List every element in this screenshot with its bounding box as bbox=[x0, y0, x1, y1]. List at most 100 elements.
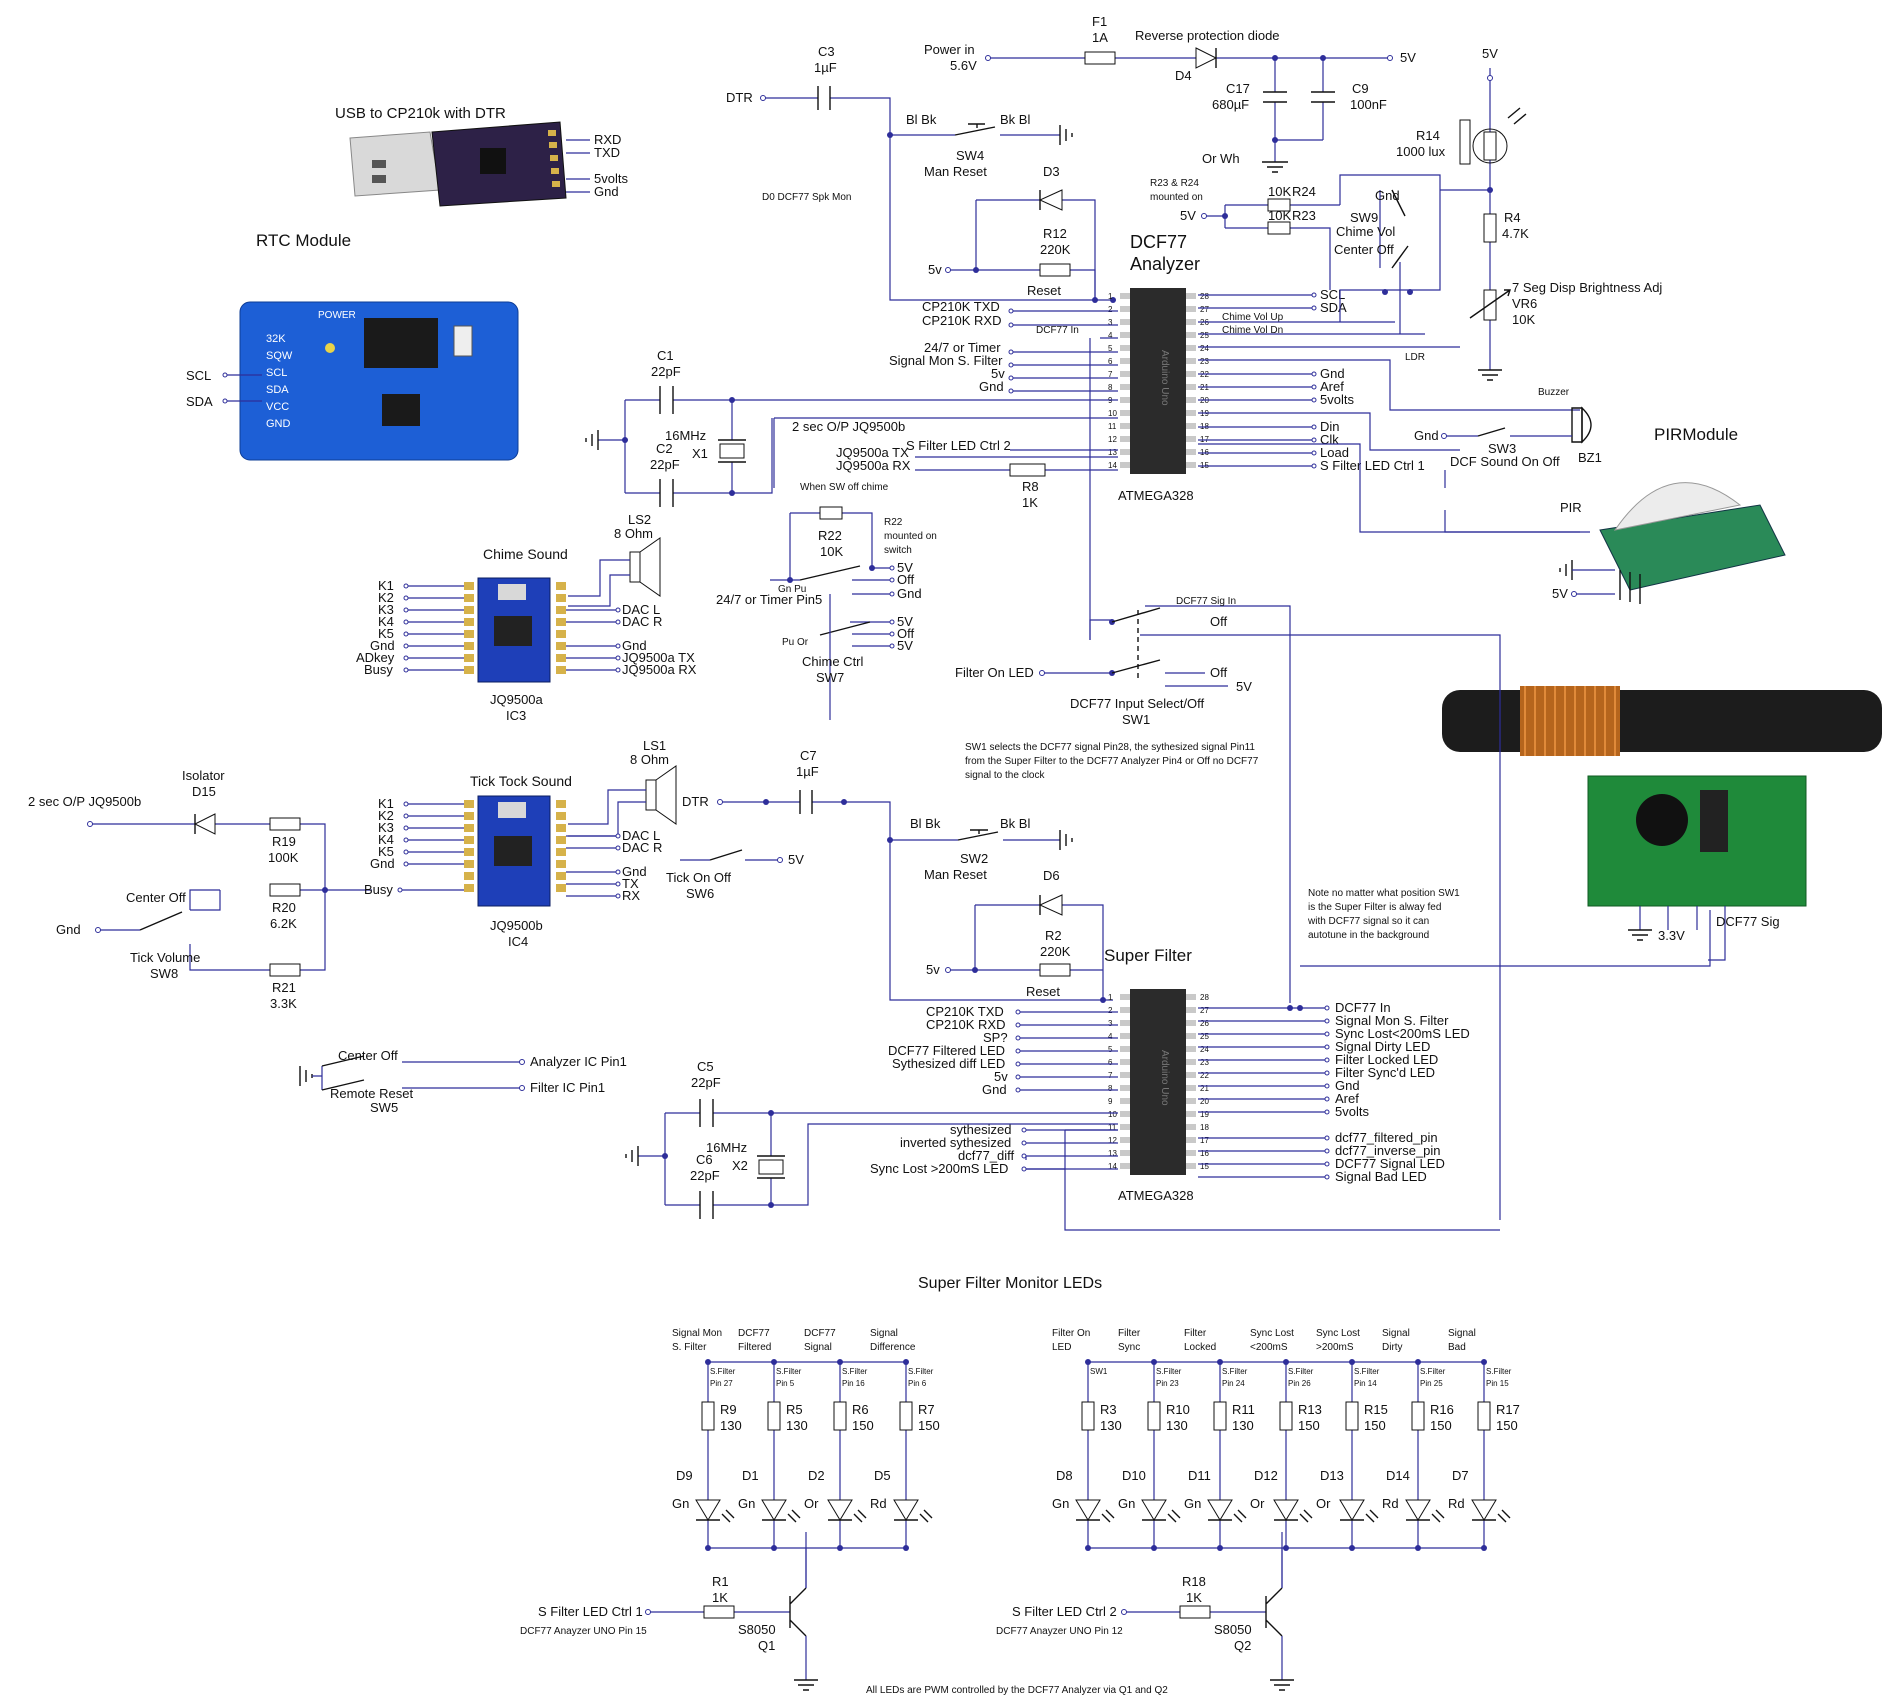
led-cathode bbox=[1208, 1509, 1247, 1523]
superfilter-pin-num: 24 bbox=[1200, 1045, 1209, 1054]
led-pin: Pin 25 bbox=[1420, 1379, 1443, 1388]
analyzer-pin-11 bbox=[1120, 423, 1130, 429]
led-pin: Pin 23 bbox=[1156, 1379, 1179, 1388]
analyzer-pin-2 bbox=[1120, 306, 1130, 312]
led-resistor-value: 150 bbox=[1364, 1418, 1386, 1433]
vr6-title: 7 Seg Disp Brightness Adj bbox=[1512, 280, 1662, 295]
led-resistor-value: 150 bbox=[1496, 1418, 1518, 1433]
sf-r20: 5volts bbox=[1335, 1104, 1369, 1119]
led-head: <200mS bbox=[1250, 1342, 1288, 1353]
sf-r18: dcf77_filtered_pin bbox=[1335, 1130, 1438, 1145]
led-symbol bbox=[1471, 1499, 1497, 1521]
sw1-note-3: signal to the clock bbox=[965, 770, 1045, 781]
analyzer-pin-21 bbox=[1186, 384, 1196, 390]
analyzer-pin-9 bbox=[1120, 397, 1130, 403]
led-bus bbox=[1088, 1547, 1484, 1588]
pir-5v: 5V bbox=[1552, 586, 1568, 601]
analyzer-title-2: Analyzer bbox=[1130, 254, 1200, 274]
sw1-sig-in: DCF77 Sig In bbox=[1176, 596, 1236, 607]
led-resistor bbox=[833, 1401, 847, 1431]
led-symbol bbox=[761, 1499, 787, 1521]
led-color: Or bbox=[1316, 1496, 1331, 1511]
rtc-board-32k: 32K bbox=[266, 333, 286, 345]
superfilter-pin-14 bbox=[1120, 1163, 1130, 1169]
led-resistor-value: 150 bbox=[1430, 1418, 1452, 1433]
leds-title: Super Filter Monitor LEDs bbox=[918, 1275, 1102, 1292]
r19-value: 100K bbox=[268, 850, 299, 865]
analyzer-right-labels: SCL SDA Chime Vol Up Chime Vol Dn LDR Gn… bbox=[1222, 287, 1425, 473]
led-head: >200mS bbox=[1316, 1342, 1354, 1353]
q2-from: DCF77 Anayzer UNO Pin 12 bbox=[996, 1626, 1123, 1637]
an-l7: 5v bbox=[991, 366, 1005, 381]
analyzer-pin-num: 6 bbox=[1108, 357, 1113, 366]
ls2-label: LS2 bbox=[628, 512, 651, 527]
usb-module: USB to CP210k with DTR RXD TXD 5volts Gn… bbox=[335, 105, 628, 207]
power-in-label: Power in bbox=[924, 42, 975, 57]
led-pin: S.Filter bbox=[1288, 1367, 1314, 1376]
led-top-node bbox=[771, 1359, 777, 1365]
ls1-label: LS1 bbox=[643, 738, 666, 753]
r4-value: 4.7K bbox=[1502, 226, 1529, 241]
led-resistor bbox=[1411, 1401, 1425, 1431]
r12-value: 220K bbox=[1040, 242, 1071, 257]
led-pin: S.Filter bbox=[710, 1367, 736, 1376]
sw4-bkbl: Bk Bl bbox=[1000, 112, 1030, 127]
led-resistor-label: R9 bbox=[720, 1402, 737, 1417]
superfilter-pin-9 bbox=[1120, 1098, 1130, 1104]
analyzer-pin-12 bbox=[1120, 436, 1130, 442]
sw9-chime-vol: Chime Vol bbox=[1336, 224, 1395, 239]
diode-label: Reverse protection diode bbox=[1135, 28, 1280, 43]
rtc-pin-scl: SCL bbox=[186, 368, 211, 383]
an-l14: JQ9500a RX bbox=[836, 458, 911, 473]
an-r20: 5volts bbox=[1320, 392, 1354, 407]
analyzer-left-labels: Reset CP210K TXD CP210K RXD DCF77 In 24/… bbox=[792, 283, 1079, 473]
sw1-note-1: SW1 selects the DCF77 signal Pin28, the … bbox=[965, 742, 1255, 753]
analyzer-pin-num: 3 bbox=[1108, 318, 1113, 327]
vol8-center-off: Center Off bbox=[126, 890, 186, 905]
superfilter-pin-21 bbox=[1186, 1085, 1196, 1091]
r1-value: 1K bbox=[712, 1590, 728, 1605]
an-r16: Load bbox=[1320, 445, 1349, 460]
led-pin: Pin 5 bbox=[776, 1379, 795, 1388]
led-cathode bbox=[1340, 1509, 1379, 1523]
led-head: DCF77 bbox=[738, 1328, 770, 1339]
analyzer-pin-num: 5 bbox=[1108, 344, 1113, 353]
sw4-label: SW4 bbox=[956, 148, 984, 163]
x2-freq: 16MHz bbox=[706, 1140, 747, 1155]
tick-k5: K5 bbox=[378, 844, 394, 859]
led-top-node bbox=[1481, 1359, 1487, 1365]
c7-value: 1µF bbox=[796, 764, 819, 779]
led-color: Gn bbox=[1184, 1496, 1201, 1511]
superfilter-pin-num: 1 bbox=[1108, 993, 1113, 1002]
chime-adkey: ADkey bbox=[356, 650, 395, 665]
superfilter-pin-5 bbox=[1120, 1046, 1130, 1052]
led-head: Dirty bbox=[1382, 1342, 1403, 1353]
sf-l13: dcf77_diff bbox=[958, 1148, 1015, 1163]
sw6-title: Tick On Off bbox=[666, 870, 731, 885]
d15-label: D15 bbox=[192, 784, 216, 799]
analyzer-pin-num: 25 bbox=[1200, 331, 1209, 340]
led-color: Rd bbox=[1448, 1496, 1465, 1511]
x2-label: X2 bbox=[732, 1158, 748, 1173]
rtc-title: RTC Module bbox=[256, 231, 351, 250]
analyzer-pin-27 bbox=[1186, 306, 1196, 312]
analyzer-pin-5 bbox=[1120, 345, 1130, 351]
sw2-label: SW2 bbox=[960, 851, 988, 866]
led-head: Signal Mon bbox=[672, 1328, 722, 1339]
superfilter-pin-num: 9 bbox=[1108, 1097, 1113, 1106]
led-color: Rd bbox=[1382, 1496, 1399, 1511]
sw2-blbk: Bl Bk bbox=[910, 816, 941, 831]
led-symbol bbox=[1405, 1499, 1431, 1521]
q2-ctrl: S Filter LED Ctrl 2 bbox=[1012, 1604, 1117, 1619]
led-pin: Pin 16 bbox=[842, 1379, 865, 1388]
led-ref: D10 bbox=[1122, 1468, 1146, 1483]
led-symbol bbox=[893, 1499, 919, 1521]
r20-value: 6.2K bbox=[270, 916, 297, 931]
sf-reset-label: Reset bbox=[1026, 984, 1060, 999]
sw-off-chime-note: When SW off chime bbox=[800, 482, 889, 493]
